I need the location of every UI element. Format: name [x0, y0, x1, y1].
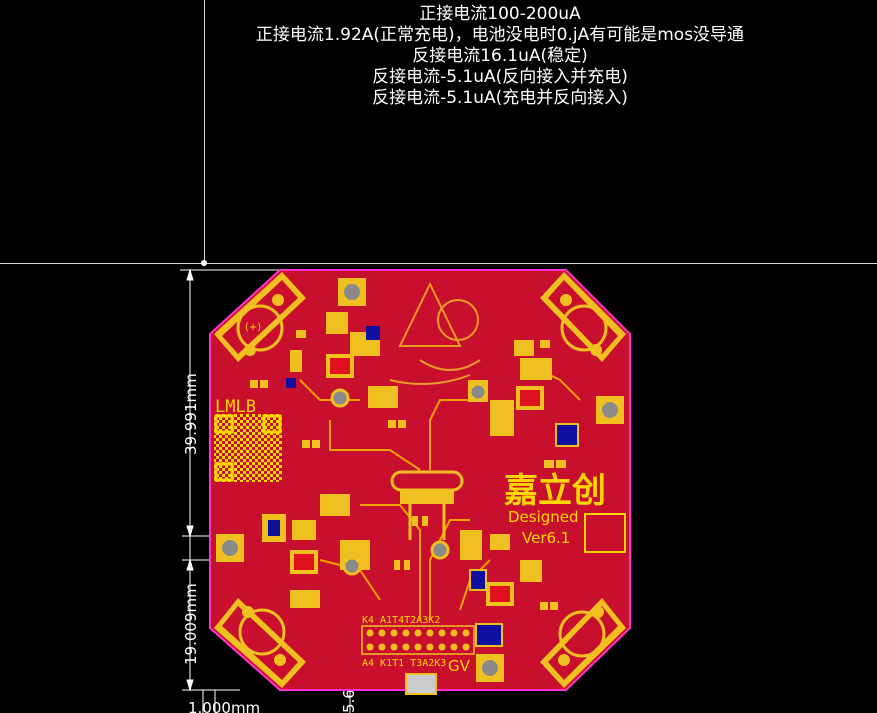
dimension-label-width: 1.000mm	[188, 699, 260, 713]
gv-label: GV	[448, 657, 471, 675]
designed-label: Designed	[508, 508, 579, 526]
silk-box	[584, 513, 626, 553]
header-top-label: K4 A1T4T2A3K2	[362, 615, 440, 626]
mascot-logo	[389, 281, 481, 385]
crystal-oscillator[interactable]	[390, 470, 464, 540]
dimension-label-height-main: 39.991mm	[182, 373, 200, 455]
dimension-label-height-lower: 19.009mm	[182, 583, 200, 665]
component-cluster-top-left[interactable]	[286, 312, 398, 408]
corner-holder-top-right[interactable]	[540, 272, 626, 362]
header-bottom-label: A4 K1T1 T3A2K3	[362, 658, 446, 669]
version-label: Ver6.1	[522, 529, 570, 547]
note-line: 反接电流-5.1uA(反向接入并充电)	[372, 67, 628, 87]
corner-holder-bottom-right[interactable]	[540, 598, 626, 688]
note-line: 正接电流1.92A(正常充电)，电池没电时0.jA有可能是mos没导通	[255, 25, 745, 45]
svg-text:(+): (+)	[245, 322, 261, 333]
note-line: 反接电流-5.1uA(充电并反向接入)	[372, 88, 628, 108]
pin-header[interactable]: K4 A1T4T2A3K2 A4 K1T1 T3A2K3 GV	[361, 615, 475, 675]
annotation-notes: 正接电流100-200uA 正接电流1.92A(正常充电)，电池没电时0.jA有…	[180, 4, 820, 109]
note-line: 正接电流100-200uA	[419, 4, 581, 24]
mounting-holes	[216, 278, 624, 682]
brand-logo-text: 嘉立创	[504, 471, 606, 511]
origin-marker	[201, 260, 207, 266]
corner-holder-top-left[interactable]: (+)	[214, 272, 306, 362]
qr-code	[214, 414, 282, 482]
crosshair-vertical	[204, 0, 205, 263]
crosshair-horizontal	[0, 263, 877, 264]
component-cluster-top-right[interactable]	[468, 340, 579, 447]
usb-pad[interactable]	[405, 673, 437, 695]
corner-holder-bottom-left[interactable]	[214, 598, 306, 688]
note-line: 反接电流16.1uA(稳定)	[412, 46, 588, 66]
qr-label: LMLB	[215, 397, 256, 417]
component-cluster-bottom-right[interactable]	[430, 530, 542, 647]
small-pads	[250, 330, 566, 610]
component-cluster-bottom-left[interactable]	[262, 494, 370, 608]
